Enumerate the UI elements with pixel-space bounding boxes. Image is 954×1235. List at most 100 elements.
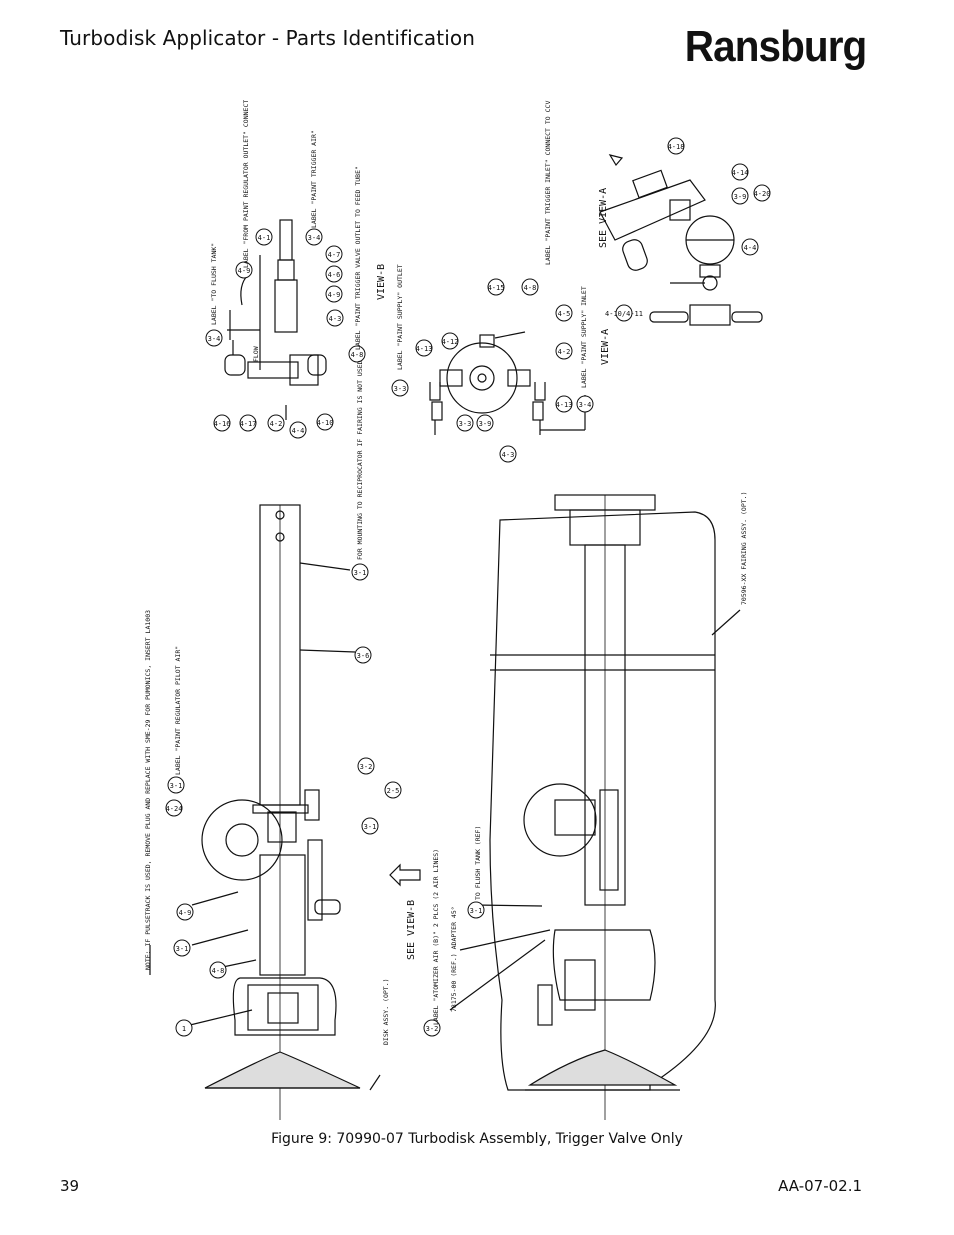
svg-text:4-5: 4-5 <box>558 310 571 318</box>
svg-text:4-9: 4-9 <box>179 909 192 917</box>
balloon: 3-4 <box>205 329 223 347</box>
balloon: 4-14 <box>731 163 749 181</box>
turbodisk-assembly-drawing: 3-4 4-9 4-1 3-4 4-7 4-6 4-9 4-8 4-3 4-16… <box>144 100 771 1120</box>
balloon: 4-17 <box>239 414 257 432</box>
balloon: 4-15 <box>487 278 505 296</box>
svg-text:2-5: 2-5 <box>387 787 400 795</box>
callout-paint-supply-inlet: LABEL "PAINT SUPPLY" INLET <box>580 286 588 388</box>
balloon: 4-1 <box>255 228 273 246</box>
balloon: 1 <box>175 1019 193 1037</box>
trigger-valve-detail <box>224 219 327 420</box>
callout-pilot-air: LABEL "PAINT REGULATOR PILOT AIR" <box>174 646 182 775</box>
svg-text:4-17: 4-17 <box>240 420 257 428</box>
callout-atomizer-air: LABEL "ATOMIZER AIR (B)" 2 PLCS (2 AIR L… <box>432 849 440 1025</box>
svg-text:3-2: 3-2 <box>426 1025 439 1033</box>
left-assembly <box>149 504 421 1120</box>
svg-text:4-18: 4-18 <box>668 143 685 151</box>
balloon: 4-24 <box>165 799 183 817</box>
svg-text:3-1: 3-1 <box>170 782 183 790</box>
svg-text:3-9: 3-9 <box>479 420 492 428</box>
svg-text:3-4: 3-4 <box>308 234 321 242</box>
balloon: 4-8 <box>348 345 366 363</box>
balloon: 4-9 <box>176 903 194 921</box>
balloon: 4-18 <box>667 137 685 155</box>
balloon: 3-1 <box>467 901 485 919</box>
balloon: 4-2 <box>555 342 573 360</box>
document-code: AA-07-02.1 <box>778 1177 862 1195</box>
balloon: 4-5 <box>555 304 573 322</box>
svg-text:4-12: 4-12 <box>442 338 459 346</box>
see-view-b-label: SEE VIEW-B <box>406 900 417 960</box>
view-b-label: VIEW-B <box>376 264 387 300</box>
balloon: 4-8 <box>209 961 227 979</box>
svg-text:3-1: 3-1 <box>470 907 483 915</box>
balloon: 4-13 <box>415 339 433 357</box>
svg-text:3-1: 3-1 <box>364 823 377 831</box>
svg-text:3-9: 3-9 <box>734 193 747 201</box>
svg-text:4-3: 4-3 <box>329 315 342 323</box>
balloon: 3-9 <box>476 414 494 432</box>
svg-text:4-15: 4-15 <box>488 284 505 292</box>
right-assembly-fairing <box>449 494 741 1120</box>
callout-fairing: 70596-XX FAIRING ASSY. (OPT.) <box>740 492 748 606</box>
balloon: 3-1 <box>351 563 369 581</box>
balloon: 3-1 <box>361 817 379 835</box>
see-view-a-label: SEE VIEW-A <box>598 188 609 248</box>
svg-text:4-8: 4-8 <box>351 351 364 359</box>
balloon: 3-3 <box>456 414 474 432</box>
svg-text:4-4: 4-4 <box>292 427 305 435</box>
page-number: 39 <box>60 1177 80 1195</box>
callout-disk-assy: DISK ASSY. (OPT.) <box>382 978 390 1045</box>
svg-text:3-4: 3-4 <box>208 335 221 343</box>
svg-text:1: 1 <box>182 1025 186 1033</box>
balloon: 4-3 <box>499 445 517 463</box>
callout-note: NOTE: IF PULSETRACK IS USED, REMOVE PLUG… <box>144 610 152 970</box>
svg-text:4-1: 4-1 <box>258 234 271 242</box>
callout-trigger-valve: LABEL "PAINT TRIGGER VALVE OUTLET TO FEE… <box>354 166 362 350</box>
callout-regulator-outlet: LABEL "FROM PAINT REGULATOR OUTLET" CONN… <box>242 100 250 268</box>
balloon: 3-6 <box>354 646 372 664</box>
callout-reciprocator: FOR MOUNTING TO RECIPROCATOR IF FAIRING … <box>356 360 364 560</box>
svg-text:4-13: 4-13 <box>556 401 573 409</box>
balloon: 4-8 <box>521 278 539 296</box>
balloon: 4-3 <box>326 309 344 327</box>
svg-text:4-6: 4-6 <box>328 271 341 279</box>
svg-text:4-16: 4-16 <box>214 420 231 428</box>
svg-text:3-3: 3-3 <box>459 420 472 428</box>
balloon: 4-20 <box>753 184 771 202</box>
svg-text:3-4: 3-4 <box>579 401 592 409</box>
view-a-detail <box>599 154 763 326</box>
balloon: 3-2 <box>423 1019 441 1037</box>
svg-text:3-6: 3-6 <box>357 652 370 660</box>
balloon: 3-9 <box>731 187 749 205</box>
svg-text:4-20: 4-20 <box>754 190 771 198</box>
callout-adapter: 78175-00 (REF.) ADAPTER 45° <box>450 906 458 1012</box>
balloon: 3-1 <box>167 776 185 794</box>
balloon: 4-9 <box>325 285 343 303</box>
balloon: 4-4 <box>289 421 307 439</box>
balloon: 4-12 <box>441 332 459 350</box>
svg-text:4-2: 4-2 <box>270 420 283 428</box>
svg-text:4-13: 4-13 <box>416 345 433 353</box>
svg-text:4-9: 4-9 <box>238 267 251 275</box>
page-title: Turbodisk Applicator - Parts Identificat… <box>60 26 475 50</box>
svg-text:4-10/4-11: 4-10/4-11 <box>605 310 643 318</box>
balloon: 3-2 <box>357 757 375 775</box>
balloon: 3-4 <box>576 395 594 413</box>
svg-text:3-3: 3-3 <box>394 385 407 393</box>
balloon: 4-16 <box>213 414 231 432</box>
svg-text:4-10: 4-10 <box>317 419 334 427</box>
balloon: 4-2 <box>267 414 285 432</box>
svg-text:4-2: 4-2 <box>558 348 571 356</box>
balloon: 4-4 <box>741 238 759 256</box>
balloon: 4-10/4-11 <box>605 304 643 322</box>
svg-text:3-1: 3-1 <box>354 569 367 577</box>
svg-text:4-8: 4-8 <box>212 967 225 975</box>
svg-text:4-14: 4-14 <box>732 169 749 177</box>
balloon: 2-5 <box>384 781 402 799</box>
balloon: 3-3 <box>391 379 409 397</box>
balloon: 3-4 <box>305 228 323 246</box>
callout-flush-tank: LABEL "TO FLUSH TANK" <box>210 243 218 325</box>
figure-caption: Figure 9: 70990-07 Turbodisk Assembly, T… <box>271 1131 683 1147</box>
callout-paint-trigger-air: LABEL "PAINT TRIGGER AIR" <box>310 130 318 228</box>
